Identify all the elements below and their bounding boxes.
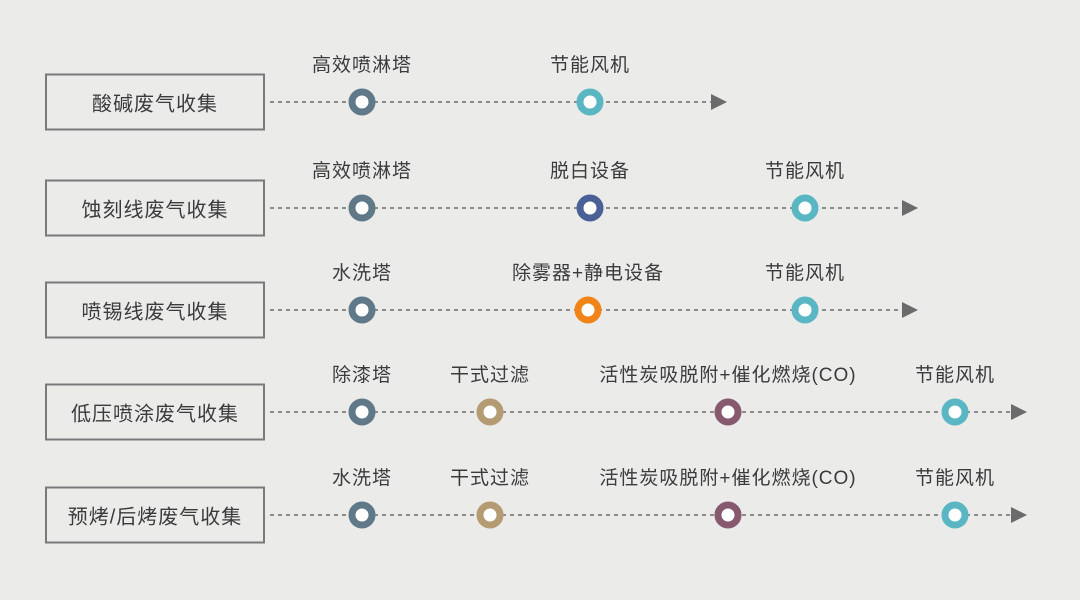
process-node: [714, 398, 742, 426]
source-box: 喷锡线废气收集: [45, 281, 265, 339]
source-label: 低压喷涂废气收集: [71, 403, 239, 426]
process-node: [791, 194, 819, 222]
process-step-label: 节能风机: [549, 55, 631, 76]
flow-row: 低压喷涂废气收集 除漆塔 干式过滤 活性炭吸脱附+催化燃烧(CO) 节能风机: [0, 360, 1080, 464]
process-node: [791, 296, 819, 324]
process-step-label: 活性炭吸脱附+催化燃烧(CO): [599, 468, 857, 489]
dashed-flow-line: [270, 101, 712, 103]
source-label: 酸碱废气收集: [92, 93, 218, 116]
source-box: 蚀刻线废气收集: [45, 179, 265, 237]
flow-row: 喷锡线废气收集 水洗塔 除雾器+静电设备 节能风机: [0, 258, 1080, 362]
process-step-label: 节能风机: [764, 263, 846, 284]
flow-row: 蚀刻线废气收集 高效喷淋塔 脱白设备 节能风机: [0, 156, 1080, 260]
dashed-flow-line: [270, 514, 1012, 516]
arrow-right-icon: [711, 94, 727, 110]
process-step-label: 活性炭吸脱附+催化燃烧(CO): [599, 365, 857, 386]
process-node: [348, 296, 376, 324]
process-step-label: 节能风机: [914, 468, 996, 489]
process-step-label: 高效喷淋塔: [311, 55, 413, 76]
process-node: [714, 501, 742, 529]
flow-row: 预烤/后烤废气收集 水洗塔 干式过滤 活性炭吸脱附+催化燃烧(CO) 节能风机: [0, 463, 1080, 567]
process-node: [576, 88, 604, 116]
arrow-right-icon: [902, 200, 918, 216]
process-step-label: 除雾器+静电设备: [511, 263, 665, 284]
process-node: [348, 194, 376, 222]
process-node: [348, 398, 376, 426]
process-step-label: 除漆塔: [331, 365, 393, 386]
process-step-label: 干式过滤: [449, 468, 531, 489]
source-label: 预烤/后烤废气收集: [67, 506, 243, 529]
arrow-right-icon: [902, 302, 918, 318]
process-node: [941, 501, 969, 529]
source-box: 预烤/后烤废气收集: [45, 486, 265, 544]
process-step-label: 干式过滤: [449, 365, 531, 386]
process-node: [476, 398, 504, 426]
process-node: [941, 398, 969, 426]
source-box: 酸碱废气收集: [45, 73, 265, 131]
source-label: 喷锡线废气收集: [81, 301, 229, 324]
flow-row: 酸碱废气收集 高效喷淋塔 节能风机: [0, 50, 1080, 154]
source-box: 低压喷涂废气收集: [45, 383, 265, 441]
source-label: 蚀刻线废气收集: [81, 199, 229, 222]
process-step-label: 高效喷淋塔: [311, 161, 413, 182]
arrow-right-icon: [1011, 404, 1027, 420]
process-node: [348, 88, 376, 116]
process-node: [574, 296, 602, 324]
process-step-label: 节能风机: [764, 161, 846, 182]
process-node: [576, 194, 604, 222]
process-step-label: 节能风机: [914, 365, 996, 386]
dashed-flow-line: [270, 411, 1012, 413]
process-step-label: 水洗塔: [331, 468, 393, 489]
process-step-label: 脱白设备: [549, 161, 631, 182]
process-step-label: 水洗塔: [331, 263, 393, 284]
arrow-right-icon: [1011, 507, 1027, 523]
process-node: [348, 501, 376, 529]
process-node: [476, 501, 504, 529]
